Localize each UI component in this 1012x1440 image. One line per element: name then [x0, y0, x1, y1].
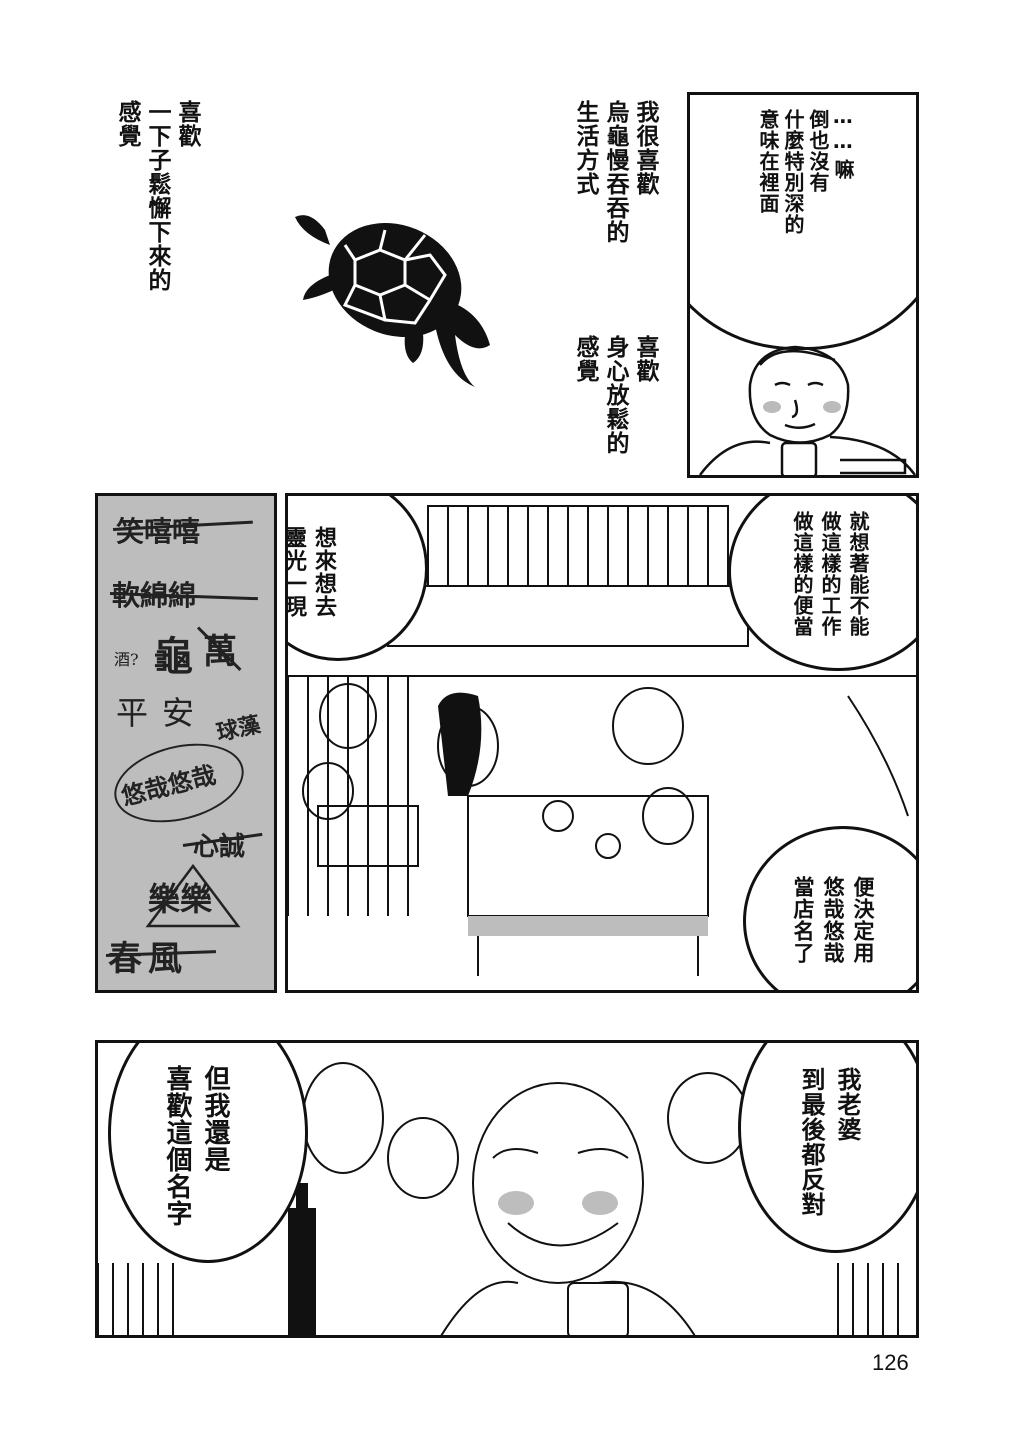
candidate-word-3-prefix: 酒?	[114, 650, 139, 669]
bubble-text-left: 想來想去 靈光一現	[285, 526, 336, 618]
candidate-word-1: 笑嘻嘻	[116, 515, 201, 548]
man-illustration	[699, 345, 916, 475]
highlight-circle	[106, 731, 252, 835]
caption-center-1: 我很喜歡 烏龜慢吞吞的 生活方式	[572, 100, 658, 244]
panel-bottom: 但我還是 喜歡這個名字 我老婆 到最後都反對	[95, 1040, 919, 1338]
bubble-text-right-bottom: 便決定用 悠哉悠哉 當店名了	[791, 876, 875, 964]
candidate-word-3a: 龜	[153, 633, 193, 680]
caption-center-2: 喜歡 身心放鬆的 感覺	[572, 335, 658, 455]
crowd-illustration	[98, 1062, 899, 1335]
restaurant-illustration	[288, 505, 916, 976]
caption-left: 喜歡 一下子鬆懈下來的 感覺	[114, 100, 200, 292]
page-number: 126	[872, 1350, 909, 1375]
panel-restaurant-scene: 想來想去 靈光一現 就想著能不能 做這樣的工作 做這樣的便當 便決定用 悠哉悠哉…	[285, 493, 919, 993]
bubble-text-top: ⋯⋯嘛 倒也沒有 什麼特別深的 意味在裡面	[756, 109, 855, 235]
speech-bubble-bottom-right	[738, 1043, 916, 1253]
speech-bubble-right-bottom	[743, 826, 916, 990]
candidate-word-5: 球藻	[214, 711, 263, 747]
turtle-icon	[295, 215, 490, 387]
speech-bubble-top	[690, 95, 916, 350]
speech-bubble-bottom-left	[108, 1043, 308, 1263]
bubble-text-right-top: 就想著能不能 做這樣的工作 做這樣的便當	[790, 511, 870, 637]
candidate-word-4: 平安	[116, 694, 209, 732]
panel-top-right: ⋯⋯嘛 倒也沒有 什麼特別深的 意味在裡面	[687, 92, 919, 478]
panel-name-candidates: 笑嘻嘻 軟綿綿 酒? 龜 萬 平安 球藻 悠哉悠哉 心誠 樂樂 春風	[95, 493, 277, 993]
candidate-word-9: 春風	[108, 939, 188, 979]
triangle-mark	[145, 863, 241, 928]
bubble-text-bottom-right: 我老婆 到最後都反對	[797, 1067, 861, 1217]
bubble-text-bottom-left: 但我還是 喜歡這個名字	[162, 1065, 230, 1227]
